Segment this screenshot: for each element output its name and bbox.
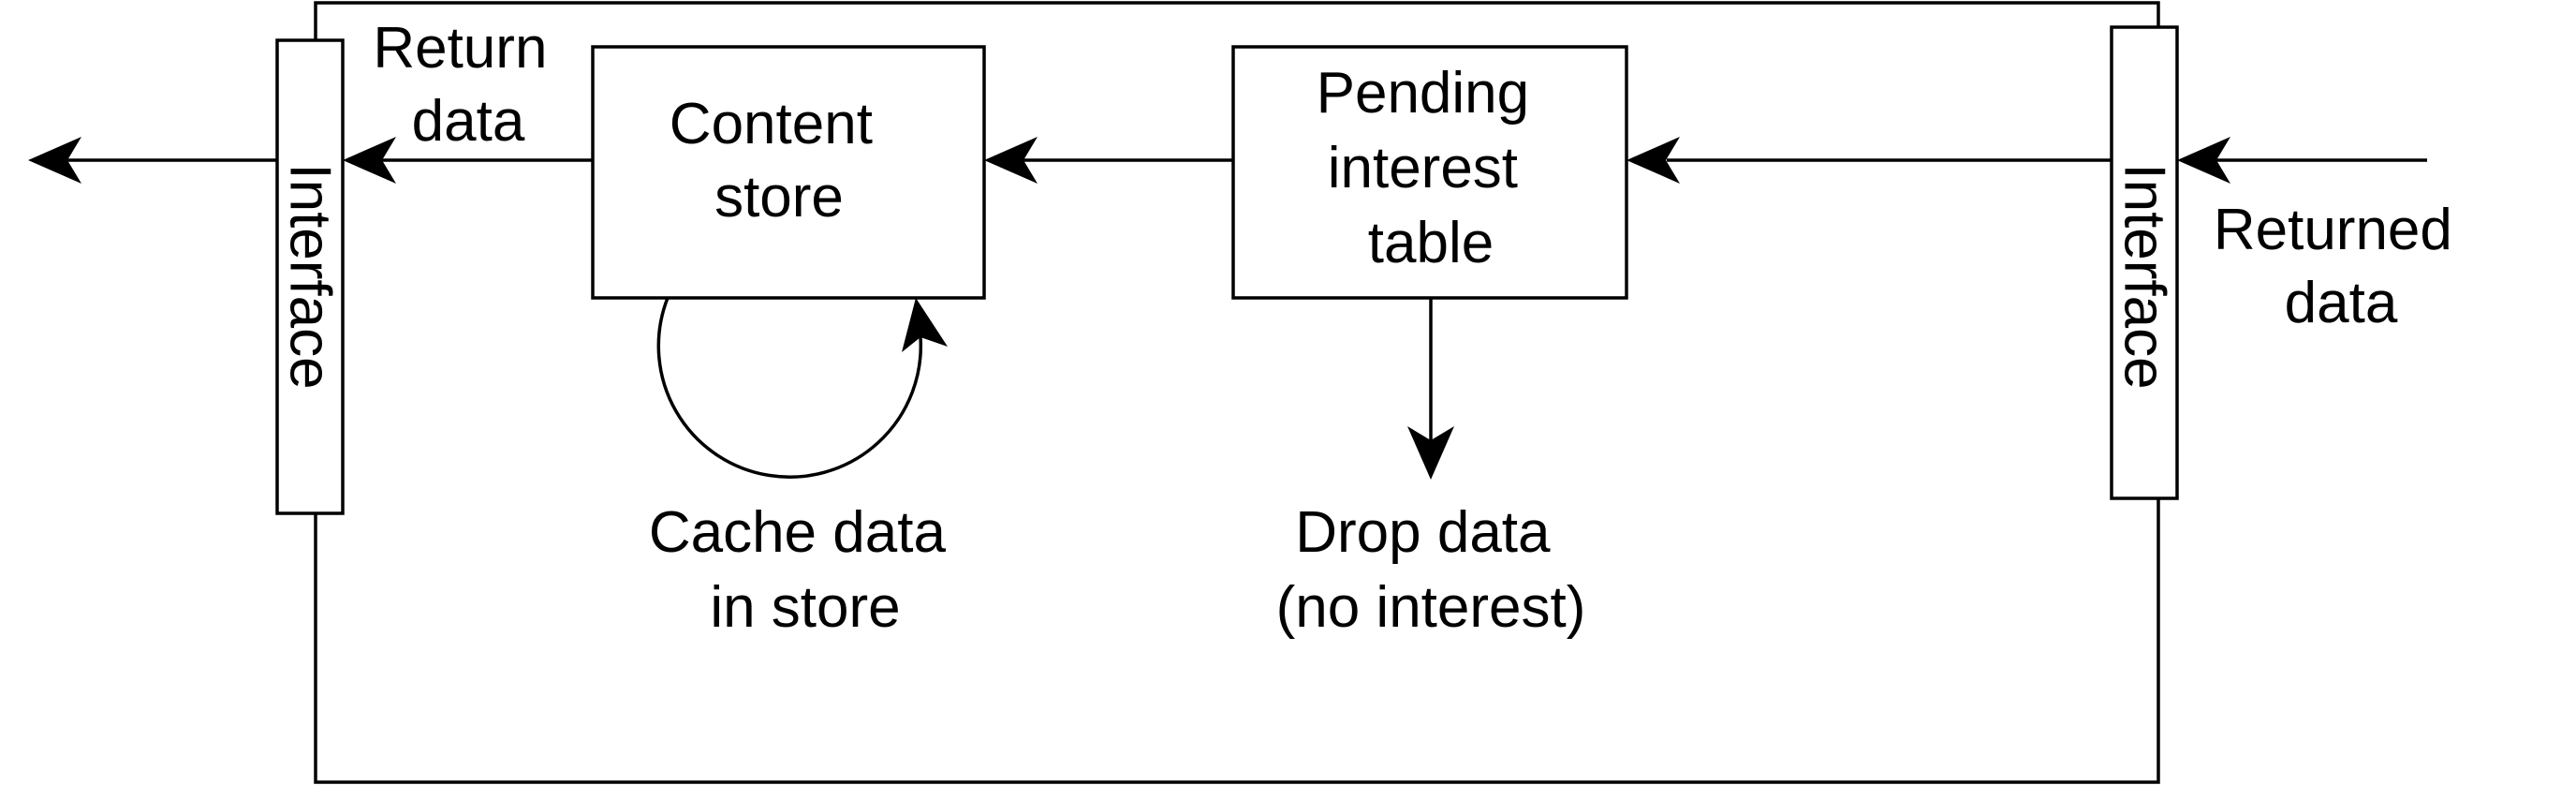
- interface-left-label: Interface: [278, 163, 343, 389]
- content-store-box: [591, 45, 986, 300]
- arrowhead-drop: [1407, 426, 1454, 480]
- content-store-label: Content store: [670, 92, 889, 230]
- arrowhead-incoming: [2177, 137, 2230, 184]
- interface-left-bar: [275, 38, 345, 515]
- arrowhead-cache: [902, 298, 948, 352]
- returned-data-label: Returned data: [2214, 198, 2468, 335]
- arrowhead-cs: [984, 137, 1038, 184]
- cache-data-label: Cache data in store: [649, 500, 962, 640]
- pit-box: [1231, 45, 1628, 300]
- cache-loop-path: [656, 297, 923, 479]
- arrowhead-interface: [343, 137, 396, 184]
- pit-label: Pending interest table: [1317, 61, 1546, 275]
- interface-right-bar: [2110, 25, 2179, 500]
- arrowhead-outgoing: [28, 137, 81, 184]
- arrowhead-pit: [1627, 137, 1680, 184]
- interface-right-label: Interface: [2112, 163, 2177, 389]
- return-data-label: Return data: [373, 16, 563, 154]
- drop-data-label: Drop data (no interest): [1276, 500, 1586, 640]
